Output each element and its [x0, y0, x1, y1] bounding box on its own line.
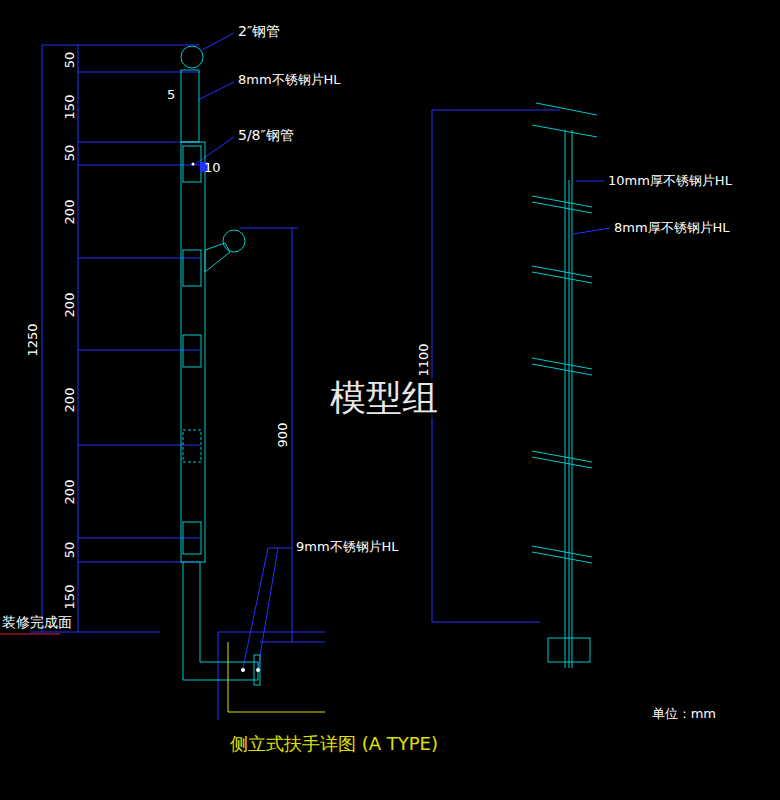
callout-text: 8mm厚不锈钢片HL: [614, 221, 730, 235]
dimension-number: 200: [63, 479, 77, 506]
callout-text: 10mm厚不锈钢片HL: [608, 174, 732, 188]
callout-text: 5/8″钢管: [238, 128, 294, 143]
dimension-number: 200: [63, 292, 77, 319]
callout-text: 2″钢管: [238, 24, 280, 39]
dimension-number: 50: [63, 51, 77, 70]
dimension-number: 200: [63, 199, 77, 226]
callout-text: 单位 : mm: [652, 707, 716, 721]
callout-text: 9mm不锈钢片HL: [296, 540, 399, 554]
dimension-number: 1100: [417, 342, 431, 377]
dimension-number: 150: [63, 94, 77, 121]
drawing-caption: 侧立式扶手详图 (A TYPE): [230, 734, 438, 754]
watermark: 模型组: [330, 378, 438, 418]
dimension-number: 50: [63, 144, 77, 163]
dimension-number: 900: [276, 422, 290, 449]
callout-text: 8mm不锈钢片HL: [238, 73, 341, 87]
callout-text: 5: [167, 88, 175, 102]
dimension-number: 1250: [26, 322, 40, 357]
callout-text: 装修完成面: [2, 615, 72, 630]
dimension-number: 200: [63, 387, 77, 414]
callout-text: 10: [204, 161, 221, 175]
dimension-number: 150: [63, 584, 77, 611]
dimension-number: 50: [63, 541, 77, 560]
